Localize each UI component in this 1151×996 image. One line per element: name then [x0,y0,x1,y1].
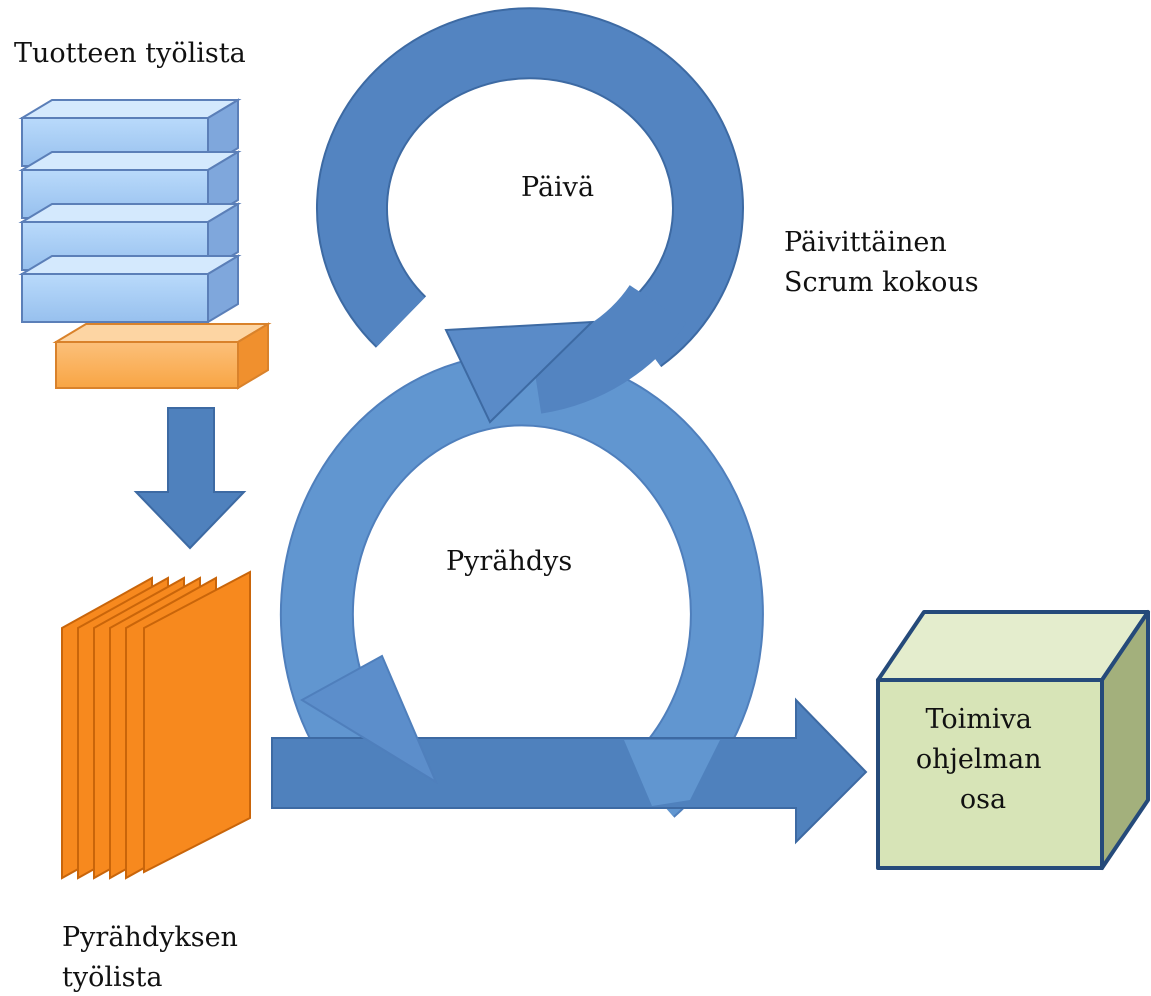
product-backlog-label: Tuotteen työlista [14,38,246,69]
daily-scrum-label: Päivittäinen Scrum kokous [784,227,979,298]
down-arrow-icon [133,407,247,550]
sprint-arrowhead-icon [300,654,439,785]
sprint-backlog-stack [61,570,251,880]
output-arrow-icon [271,697,868,845]
daily-arrowhead-icon [444,320,595,424]
backlog-item [18,254,242,324]
day-label: Päivä [521,172,594,203]
working-increment-cube [876,610,1150,870]
backlog-item [18,150,242,220]
sprint-label: Pyrähdys [446,546,572,577]
sprint-backlog-label: Pyrähdyksen työlista [62,922,247,993]
product-backlog-stack [18,98,272,390]
daily-cycle-arrow [316,7,744,368]
selected-backlog-item [52,322,272,390]
increment-label: Toimiva ohjelman osa [916,704,1050,815]
daily-loop-overlap [529,284,687,414]
sprint-loop-foot [624,740,720,806]
